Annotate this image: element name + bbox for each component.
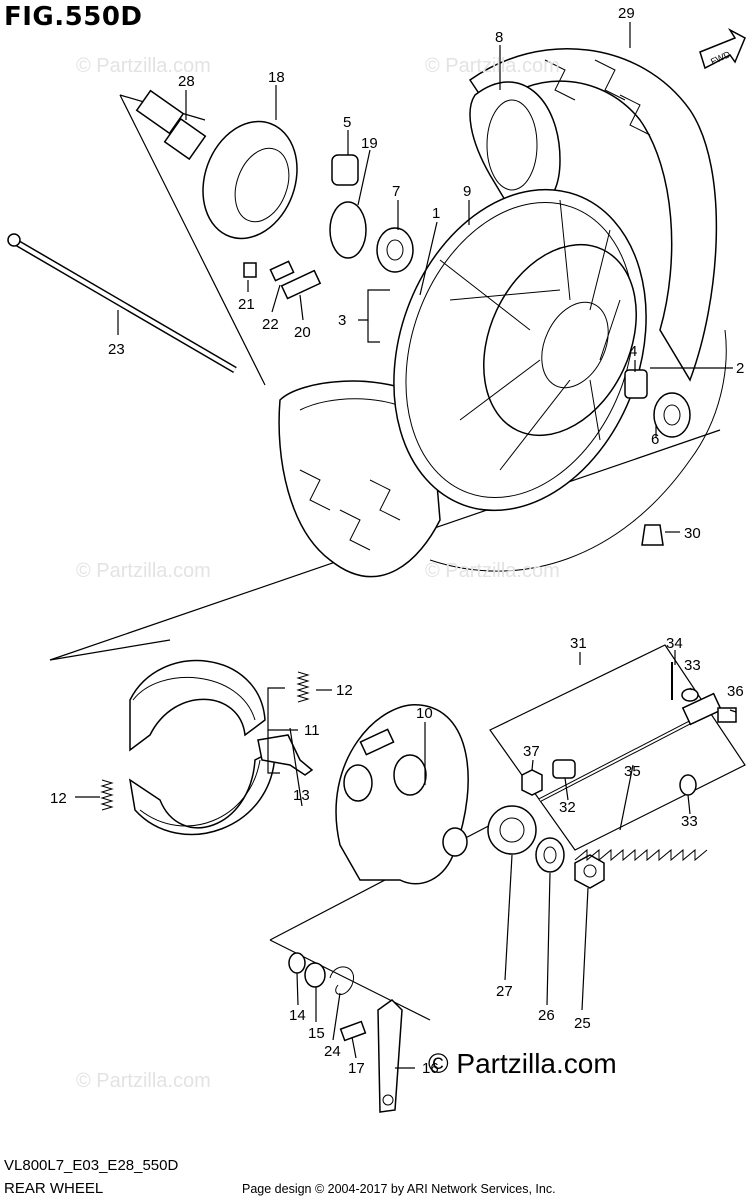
callout-8: 8: [495, 29, 503, 46]
callout-25: 25: [574, 1015, 591, 1032]
joint-32: [552, 759, 576, 779]
callout-28: 28: [178, 73, 195, 90]
callout-14: 14: [289, 1007, 306, 1024]
callout-30: 30: [684, 525, 701, 542]
callout-31: 31: [570, 635, 587, 652]
brake-camshaft-13: [257, 734, 314, 776]
callout-labels: 29 8 28 18 5 19 7 9 1 3 21 22 20 23 4 2 …: [50, 5, 744, 1077]
callout-37: 37: [523, 743, 540, 760]
hub-flange: [135, 89, 298, 240]
callout-9: 9: [463, 183, 471, 200]
spring-24: [329, 966, 355, 995]
callout-26: 26: [538, 1007, 555, 1024]
brake-shoes: [128, 659, 276, 836]
callout-27: 27: [496, 983, 513, 1000]
inner-tube: [469, 81, 561, 209]
footer-credit: Page design © 2004-2017 by ARI Network S…: [242, 1182, 556, 1196]
callout-35: 35: [624, 763, 641, 780]
callout-15: 15: [308, 1025, 325, 1042]
watermark: © Partzilla.com: [76, 560, 211, 582]
callout-10: 10: [416, 705, 433, 722]
callout-1: 1: [432, 205, 440, 222]
watermark: © Partzilla.com: [425, 560, 560, 582]
spring-35: [574, 848, 708, 862]
watermark: © Partzilla.com: [76, 1070, 211, 1092]
callout-29: 29: [618, 5, 635, 22]
callout-21: 21: [238, 296, 255, 313]
washer-15: [304, 962, 326, 988]
callout-2: 2: [736, 360, 744, 377]
spring-12-left: [100, 779, 114, 811]
callout-17: 17: [348, 1060, 365, 1077]
spring-12-top: [296, 671, 310, 703]
collar-27: [487, 805, 537, 855]
valve-cap-30: [641, 524, 664, 546]
washer-33-bottom: [679, 774, 697, 796]
callout-23: 23: [108, 341, 125, 358]
watermark-large: © Partzilla.com: [428, 1048, 617, 1079]
callout-7: 7: [392, 183, 400, 200]
brake-panel: [335, 704, 469, 885]
lock-plate-20: [280, 269, 322, 300]
o-ring-19: [329, 201, 367, 259]
watermark: © Partzilla.com: [425, 55, 560, 77]
clevis-pin-36: [717, 707, 737, 723]
o-ring-14: [288, 952, 306, 974]
direction-arrow: [699, 28, 746, 70]
bolt-17: [339, 1020, 367, 1042]
spacer-4: [624, 369, 648, 399]
callout-11: 11: [304, 722, 320, 739]
callout-32: 32: [559, 799, 576, 816]
bolt-21: [243, 262, 257, 278]
bearing-6: [653, 392, 691, 438]
callout-12-top: 12: [336, 682, 353, 699]
callout-36: 36: [727, 683, 744, 700]
nut-25: [574, 854, 605, 889]
watermark: © Partzilla.com: [76, 55, 211, 77]
callout-13: 13: [293, 787, 310, 804]
bearing-26: [535, 837, 565, 873]
washer-22: [269, 260, 295, 282]
damper-5: [331, 154, 359, 186]
callout-20: 20: [294, 324, 311, 341]
callout-18: 18: [268, 69, 285, 86]
callout-3: 3: [338, 312, 346, 329]
callout-6: 6: [651, 431, 659, 448]
leader-lines: [75, 22, 737, 1069]
callout-22: 22: [262, 316, 279, 333]
brake-rod-31: [539, 692, 723, 802]
callout-24: 24: [324, 1043, 341, 1060]
callout-12-left: 12: [50, 790, 67, 807]
callout-33-top: 33: [684, 657, 701, 674]
figure-title: FIG.550D: [4, 2, 143, 32]
callout-4: 4: [629, 343, 637, 360]
callout-5: 5: [343, 114, 351, 131]
model-code: VL800L7_E03_E28_550D: [4, 1157, 179, 1174]
callout-16: 16: [422, 1060, 439, 1077]
brake-cam-lever-16: [377, 999, 403, 1113]
bearing-7: [376, 227, 414, 273]
callout-34: 34: [666, 635, 683, 652]
callout-33-bottom: 33: [681, 813, 698, 830]
axle-23: [7, 233, 237, 374]
rim-and-spokes: [393, 188, 647, 512]
nut-37: [521, 769, 543, 796]
washer-33-top: [681, 688, 699, 702]
section-name: REAR WHEEL: [4, 1180, 104, 1197]
callout-19: 19: [361, 135, 378, 152]
